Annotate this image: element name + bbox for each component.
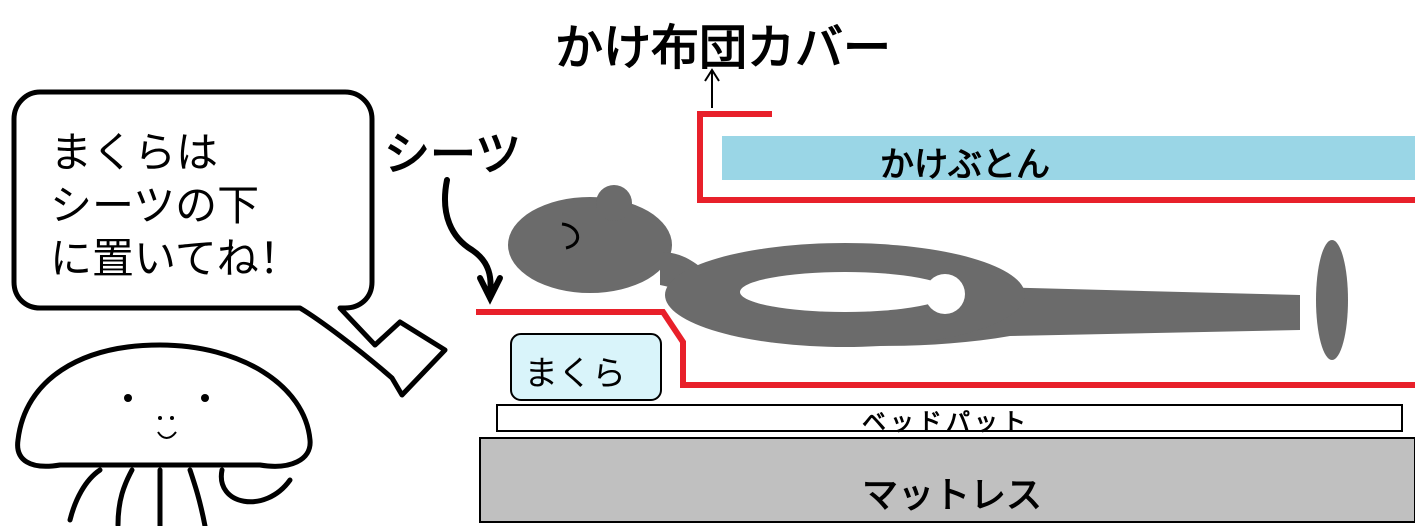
bedpad-label: ベッドパット: [862, 408, 1030, 436]
speech-line: に置いてね！: [50, 234, 301, 283]
jellyfish-character: [15, 342, 313, 526]
speech-text: まくらは シーツの下 に置いてね！: [50, 126, 301, 285]
mattress: [479, 437, 1415, 523]
speech-line: シーツの下: [50, 181, 260, 230]
futon: [722, 136, 1415, 180]
speech-line: まくらは: [50, 128, 219, 177]
jellyfish-cheek-left: [158, 416, 162, 420]
pillow: [510, 333, 662, 401]
curved-down-arrow-icon: [441, 177, 503, 305]
person-arm-gap: [740, 272, 950, 312]
bed-pad: [496, 404, 1403, 432]
sheet-label: シーツ: [384, 127, 522, 181]
jellyfish-mouth: [157, 431, 177, 439]
person-eye: [561, 222, 579, 250]
up-arrow-icon: [704, 68, 720, 108]
person-hand: [925, 274, 965, 314]
pillow-label: まくら: [524, 354, 626, 394]
sheet-line: [476, 309, 1415, 388]
speech-bubble: [11, 89, 448, 398]
mattress-label: マットレス: [862, 475, 1043, 516]
futon-cover-line: [697, 111, 1415, 203]
cover-title: かけ布団カバー: [555, 20, 892, 76]
jellyfish-cheek-right: [170, 416, 174, 420]
futon-label: かけぶとん: [880, 145, 1050, 185]
jellyfish-eye-right: [201, 394, 209, 402]
jellyfish-eye-left: [124, 394, 132, 402]
